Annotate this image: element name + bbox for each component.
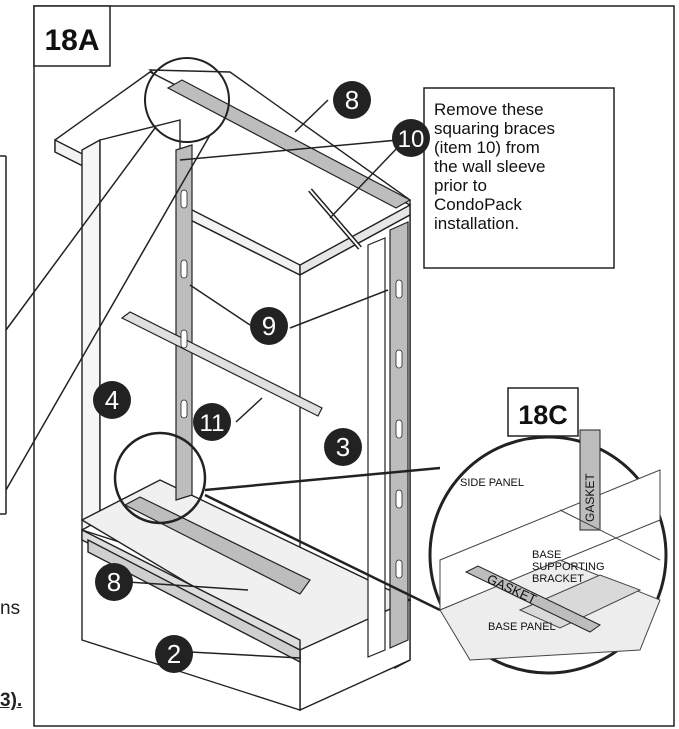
- callout-note-text: Remove these squaring braces (item 10) f…: [434, 100, 555, 233]
- detail-18c: [428, 429, 668, 675]
- callout-note-box: [423, 87, 615, 269]
- part-marker-4: 4: [93, 381, 131, 419]
- detail-label-18c: 18C: [518, 400, 568, 430]
- svg-text:11: 11: [200, 410, 225, 437]
- detail-base-bracket-label-1: BASE: [532, 549, 561, 561]
- leader-8-bottom: [127, 581, 249, 591]
- gasket-slots: [180, 189, 403, 579]
- left-text-fragment-a: ns: [0, 598, 21, 619]
- magnifier-top: [144, 57, 230, 143]
- leader-2: [189, 651, 301, 659]
- gasket-vertical-left: [175, 144, 193, 501]
- detail-base-bracket-label-3: BRACKET: [532, 573, 584, 585]
- svg-text:3: 3: [336, 432, 350, 462]
- cross-bar: [120, 311, 323, 417]
- figure-label-box: [33, 5, 111, 67]
- part-marker-10: 10: [392, 119, 430, 157]
- leader-11: [235, 397, 263, 423]
- magnifier-line-2: [5, 134, 211, 491]
- svg-text:9: 9: [262, 311, 276, 341]
- leader-9-a: [189, 284, 251, 326]
- leader-9-b: [289, 289, 389, 329]
- part-marker-11: 11: [193, 403, 231, 441]
- svg-text:8: 8: [345, 85, 359, 115]
- svg-text:8: 8: [107, 567, 121, 597]
- zoom-line-1: [204, 466, 441, 492]
- detail-label-box: [507, 387, 579, 437]
- part-marker-9: 9: [250, 307, 288, 345]
- gasket-top: [166, 79, 412, 209]
- zoom-line-2: [204, 493, 441, 612]
- leader-8-top: [294, 99, 329, 133]
- part-marker-2: 2: [155, 635, 193, 673]
- left-text-fragment-b: 3).: [0, 690, 23, 711]
- part-marker-8-top: 8: [333, 81, 371, 119]
- magnifier-bottom: [113, 431, 207, 525]
- squaring-brace-inner: [309, 189, 361, 249]
- detail-base-bracket-label-2: SUPPORTING: [532, 561, 605, 573]
- svg-text:4: 4: [105, 385, 119, 415]
- figure-frame: [33, 5, 675, 727]
- support-bracket-right: [367, 237, 386, 658]
- magnifier-line-1: [5, 127, 156, 331]
- leader-10-a: [179, 139, 399, 161]
- part-marker-8-bottom: 8: [95, 563, 133, 601]
- detail-gasket-vertical-label: GASKET: [583, 473, 597, 522]
- leader-10-b: [329, 144, 401, 219]
- svg-text:2: 2: [167, 639, 181, 669]
- detail-base-panel-label: BASE PANEL: [488, 621, 556, 633]
- figure-label-18a: 18A: [44, 24, 99, 57]
- detail-side-panel-label: SIDE PANEL: [460, 477, 524, 489]
- part-marker-3: 3: [324, 428, 362, 466]
- svg-text:10: 10: [398, 126, 425, 153]
